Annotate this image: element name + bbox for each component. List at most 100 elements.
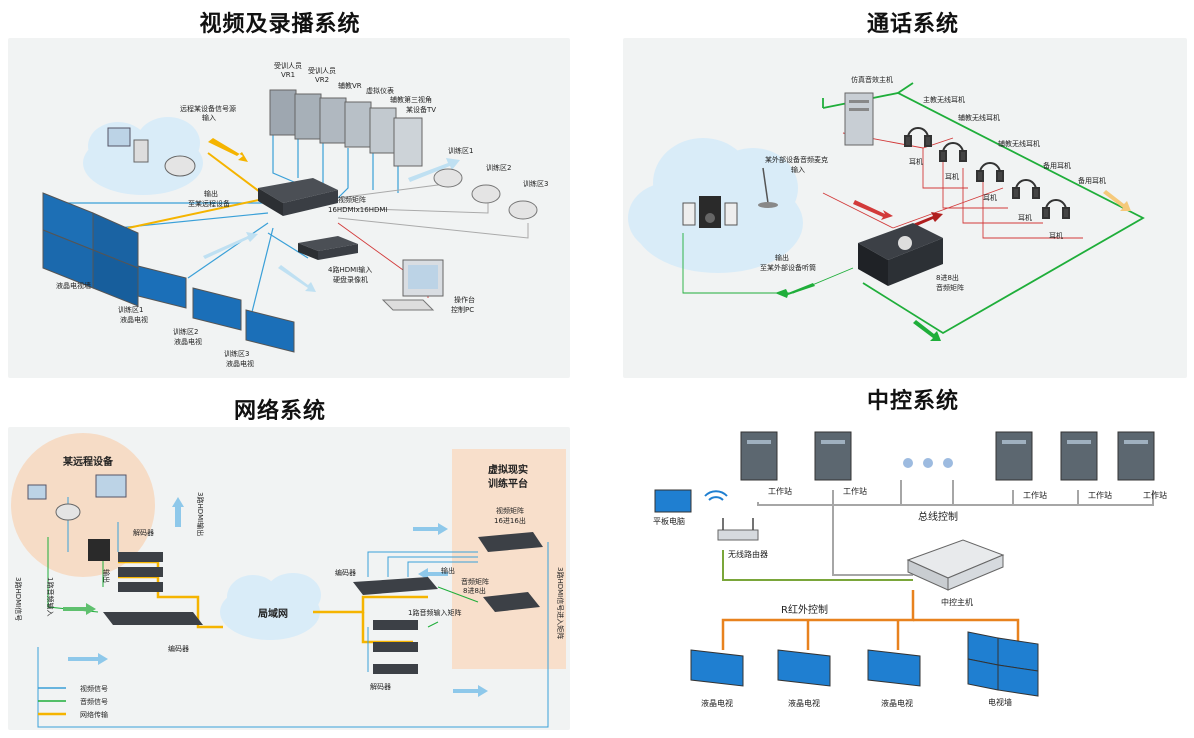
output-label: 至某外部设备听筒 xyxy=(760,263,816,272)
call-system-diagram: 仿真音效主机 主教无线耳机 辅教无线耳机 辅教无线耳机 备用耳机 备用耳机 耳机… xyxy=(623,38,1187,378)
speaker-icon xyxy=(88,539,110,561)
audio-matrix-label: 8进8出 xyxy=(463,586,486,595)
video-matrix-label: 视频矩阵 xyxy=(496,506,524,515)
decoder-device xyxy=(118,552,163,592)
hdd-recorder-device xyxy=(298,236,358,260)
vr-server-stack xyxy=(269,89,423,167)
central-system-title: 中控系统 xyxy=(866,389,959,414)
remote-signal-label: 输入 xyxy=(202,113,216,122)
output-label: 输出 xyxy=(441,566,455,575)
video-matrix-device xyxy=(258,178,338,216)
audio-out-label: 输出 xyxy=(102,569,111,583)
encoder-label: 编码器 xyxy=(168,644,189,653)
ir-label: R红外控制 xyxy=(781,603,828,616)
server-label: 某设备TV xyxy=(406,105,436,114)
headset-label: 备用耳机 xyxy=(1078,176,1106,185)
central-host-device xyxy=(906,539,1005,591)
tv-label: 训练区3 xyxy=(224,349,249,358)
lcd-video-wall xyxy=(42,192,139,307)
dome-camera-icon xyxy=(471,184,501,204)
console-label: 操作台 xyxy=(454,295,475,304)
server-label: 受训人员 xyxy=(274,61,302,70)
workstation-label: 工作站 xyxy=(1143,490,1167,500)
bus-label: 总线控制 xyxy=(918,510,958,523)
tv-label: 液晶电视 xyxy=(788,698,820,708)
tv-label: 液晶电视 xyxy=(881,698,913,708)
workstation-server xyxy=(740,431,1155,481)
legend-audio-label: 音频信号 xyxy=(80,697,108,706)
lan-label: 局域网 xyxy=(257,607,288,620)
matrix-label: 视频矩阵 xyxy=(338,195,366,204)
tv-label: 训练区1 xyxy=(118,305,143,314)
vr-platform-label: 虚拟现实 xyxy=(488,463,528,476)
vr-platform-label: 训练平台 xyxy=(488,477,528,490)
network-system-diagram: 某远程设备 虚拟现实 训练平台 视频矩阵 16进16出 音频矩阵 8进8出 解码… xyxy=(8,427,570,730)
hdmi-out-label: 3路HDMI输出 xyxy=(196,492,205,536)
call-system-title: 通话系统 xyxy=(866,12,959,37)
hdmi-in-matrix-label: 3路HDMI信号进入矩阵 xyxy=(556,567,565,639)
lan-cloud xyxy=(220,573,321,640)
tv-wall-label: 电视墙 xyxy=(988,697,1012,707)
sound-host-label: 仿真音效主机 xyxy=(851,75,893,84)
remote-pc-icon xyxy=(27,484,47,500)
remote-device-area xyxy=(11,433,155,577)
ear-label: 耳机 xyxy=(909,157,923,166)
output-remote-label: 至某远程设备 xyxy=(188,199,230,208)
tablet-label: 平板电脑 xyxy=(653,516,685,526)
sound-host-server xyxy=(844,92,874,146)
lcd-tv xyxy=(690,649,921,687)
server-label: 辅教VR xyxy=(338,81,362,90)
decoder-label: 解码器 xyxy=(133,528,154,537)
audio-in-label: 1路音频输入 xyxy=(46,577,55,616)
tv-label: 液晶电视 xyxy=(174,337,202,346)
ear-label: 耳机 xyxy=(1049,231,1063,240)
remote-device-label: 某远程设备 xyxy=(63,455,114,468)
tv-label: 训练区2 xyxy=(173,327,198,336)
tv-label: 液晶电视 xyxy=(226,359,254,368)
workstation-label: 工作站 xyxy=(1088,490,1112,500)
camera-icon xyxy=(164,155,196,177)
server-label: VR1 xyxy=(281,71,295,79)
central-control-diagram: 工作站 工作站 工作站 工作站 工作站 平板电脑 无线路由器 总线控制 中控主机… xyxy=(623,420,1187,735)
tv-wall xyxy=(967,631,1039,697)
workstation-label: 工作站 xyxy=(843,486,867,496)
speaker-icon xyxy=(682,196,738,228)
mic-label: 输入 xyxy=(791,165,805,174)
dome-camera-icon xyxy=(433,168,463,188)
console-label: 控制PC xyxy=(451,305,474,314)
network-system-title: 网络系统 xyxy=(233,399,326,424)
audio-matrix-device xyxy=(483,592,540,612)
remote-cloud xyxy=(83,117,203,195)
recorder-label: 硬盘录像机 xyxy=(333,275,368,284)
camera-icon xyxy=(55,503,81,521)
decoder-label: 解码器 xyxy=(370,682,391,691)
output-arrow-icon xyxy=(775,283,815,298)
audio-matrix-label: 8进8出 xyxy=(936,273,959,282)
headset-label: 主教无线耳机 xyxy=(923,95,965,104)
encoder-device xyxy=(103,612,203,625)
hdmi-in-label: 3路HDMI信号 xyxy=(14,577,23,621)
audio-matrix-label: 音频矩阵 xyxy=(936,283,964,292)
router-label: 无线路由器 xyxy=(728,549,768,559)
recorder-label: 4路HDMI输入 xyxy=(328,265,372,274)
headset-label: 辅教无线耳机 xyxy=(998,139,1040,148)
training-monitor xyxy=(137,265,295,353)
input-arrow-icon xyxy=(208,138,248,162)
server-label: 虚拟仪表 xyxy=(366,86,394,95)
central-host-label: 中控主机 xyxy=(941,597,973,607)
workstation-label: 工作站 xyxy=(1023,490,1047,500)
headset-label: 辅教无线耳机 xyxy=(958,113,1000,122)
tv-label: 液晶电视 xyxy=(120,315,148,324)
remote-signal-label: 远程某设备信号源 xyxy=(180,104,236,113)
encoder-label: 编码器 xyxy=(335,568,356,577)
audio-in-matrix-label: 1路音频输入矩阵 xyxy=(408,608,461,617)
legend-video-label: 视频信号 xyxy=(80,684,108,693)
ear-label: 耳机 xyxy=(945,172,959,181)
monitor-stack-icon xyxy=(95,474,127,498)
remote-pc-icon xyxy=(107,127,131,147)
router-device xyxy=(717,518,759,541)
wifi-icon xyxy=(704,490,728,501)
tv-label: 液晶电视 xyxy=(701,698,733,708)
microphone-icon xyxy=(758,167,778,208)
output-remote-label: 输出 xyxy=(204,189,218,198)
